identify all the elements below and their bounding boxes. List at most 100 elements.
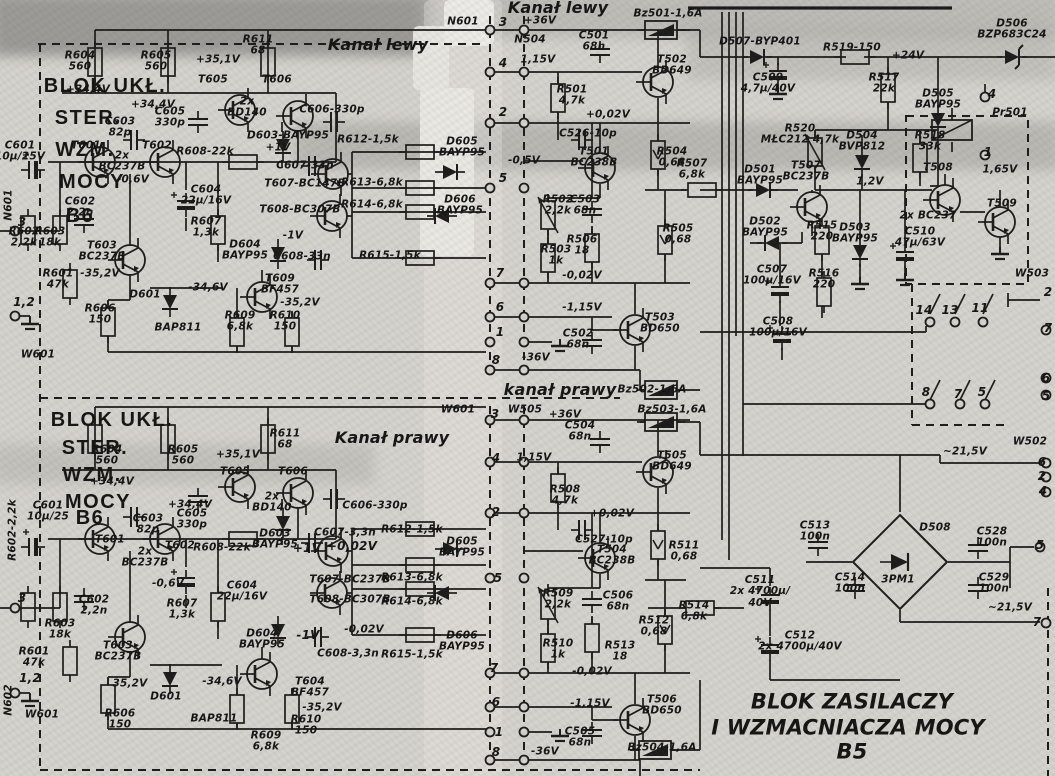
component-label: C501 68n (578, 29, 610, 53)
component-label: D601 (129, 288, 161, 301)
capacitor-symbol (590, 41, 610, 63)
bridge-rectifier-symbol (851, 513, 949, 611)
right-channel-driver-symbols (9, 418, 465, 730)
component-label: T606 (278, 465, 308, 478)
component-label: D507-BYP401 (719, 35, 801, 48)
component-label: T507 BC237B (782, 159, 830, 183)
component-label: T506 BD650 (642, 693, 682, 717)
component-label: D504 BVP812 (838, 129, 886, 153)
transistor-symbol (108, 238, 146, 282)
connector-pin-label: 4 (1038, 484, 1048, 498)
capacitor-symbol (188, 488, 208, 510)
connector-pin (954, 398, 966, 410)
component-label: R605 560 (140, 49, 172, 73)
component-label: T601 (95, 533, 125, 546)
resistor-symbol (210, 586, 226, 628)
block-title: STER. (54, 107, 122, 129)
component-label: +36V (523, 14, 557, 27)
component-label: T505 BD649 (652, 449, 692, 473)
component-label: R511 0,68 (668, 539, 700, 563)
transistor-symbol (310, 571, 348, 615)
transistor-symbol (311, 529, 349, 573)
capacitor-symbol (767, 325, 791, 350)
component-label: C603 82p (104, 115, 136, 139)
capacitor-symbol (307, 627, 329, 647)
connector-pin (484, 701, 496, 713)
component-label: -0,5V (507, 154, 541, 167)
resistor-symbol (399, 144, 441, 160)
diode-symbol (270, 616, 286, 646)
component-label: D604 BAYP95 (238, 627, 286, 651)
capacitor-symbol (590, 431, 610, 453)
component-label: R506 18 (566, 233, 598, 257)
connector-pin (1040, 372, 1052, 384)
diode-symbol (435, 164, 465, 180)
resistor-symbol (222, 154, 264, 170)
resistor-symbol (650, 524, 666, 566)
component-label: T604 BF457 (290, 675, 330, 699)
component-label: T608-BC307B (309, 593, 391, 606)
connector-pin-label: 6 (1041, 371, 1051, 385)
component-label: 2x BD140 (227, 95, 267, 119)
resistor-symbol (804, 131, 826, 173)
connector-pin-label: 8 (491, 745, 501, 759)
block-title: MOCY (59, 171, 125, 193)
component-label: -35,2V (80, 267, 120, 280)
capacitor-symbol (582, 722, 602, 744)
transistor-symbol (143, 517, 181, 561)
ground-symbol (991, 247, 1009, 261)
block-title: WZM. (55, 139, 115, 161)
component-label: -0,6V (151, 577, 185, 590)
diode-symbol (435, 541, 465, 557)
connector-pin (924, 316, 936, 328)
connector-pin-label: 2 (491, 505, 501, 519)
power-block-title: I WZMACNIACZA MOCY (711, 715, 985, 740)
component-label: R615-1,5k (359, 249, 421, 262)
component-label: C526-10p (559, 127, 617, 140)
component-label: D605 BAYP95 (438, 135, 486, 159)
connector-pin-label: 4 (987, 87, 997, 101)
component-label: C604 22µ/16V (216, 579, 268, 603)
connector-pin (1040, 486, 1052, 498)
connector-pin-label: 2 (1037, 469, 1047, 483)
transistor-symbol (978, 200, 1016, 244)
component-label: T603 BC237B (78, 239, 126, 263)
component-label: W601 (24, 708, 60, 721)
component-label: R609 6,8k (224, 309, 256, 333)
resistor-symbol (20, 209, 36, 251)
connector-pin (518, 336, 530, 348)
capacitor-symbol (21, 529, 45, 556)
resistor-symbol (912, 137, 928, 179)
capacitor-symbol (582, 201, 602, 223)
connector-name-vertical: R602-2,2k (6, 499, 19, 561)
component-label: C605 330p (154, 105, 186, 129)
resistor-symbol (20, 586, 36, 628)
component-label: R607 1,3k (190, 215, 222, 239)
component-label: R513 18 (604, 639, 636, 663)
capacitor-symbol (763, 62, 787, 87)
component-label: -36V (522, 351, 550, 364)
component-label: R520 MŁC212 4,7k (760, 122, 840, 146)
resistor-symbol (540, 627, 556, 669)
component-label: D503 BAYP95 (831, 221, 879, 245)
connector-pin-label: 7 (489, 661, 499, 675)
component-label: BAP811 (190, 712, 238, 725)
transistor-symbol (78, 140, 116, 184)
ground-symbol (21, 694, 39, 708)
connector-pin (518, 414, 530, 426)
connector-pin-label: 1,2 (19, 671, 41, 685)
connector-pin (924, 398, 936, 410)
component-label: T602 (142, 139, 172, 152)
component-label: R614-6,8k (341, 198, 403, 211)
connector-pin (1040, 324, 1052, 336)
transistor-symbol (218, 465, 256, 509)
component-label: T601 (71, 139, 101, 152)
connector-pin-label: +1V (292, 541, 322, 555)
connector-pin (518, 117, 530, 129)
component-label: D502 BAYP95 (741, 215, 789, 239)
power-block-title: BLOK ZASILACZY (750, 689, 954, 714)
component-label: R519-150 (823, 41, 881, 54)
component-label: N601 (447, 15, 479, 28)
connector-pin (518, 456, 530, 468)
